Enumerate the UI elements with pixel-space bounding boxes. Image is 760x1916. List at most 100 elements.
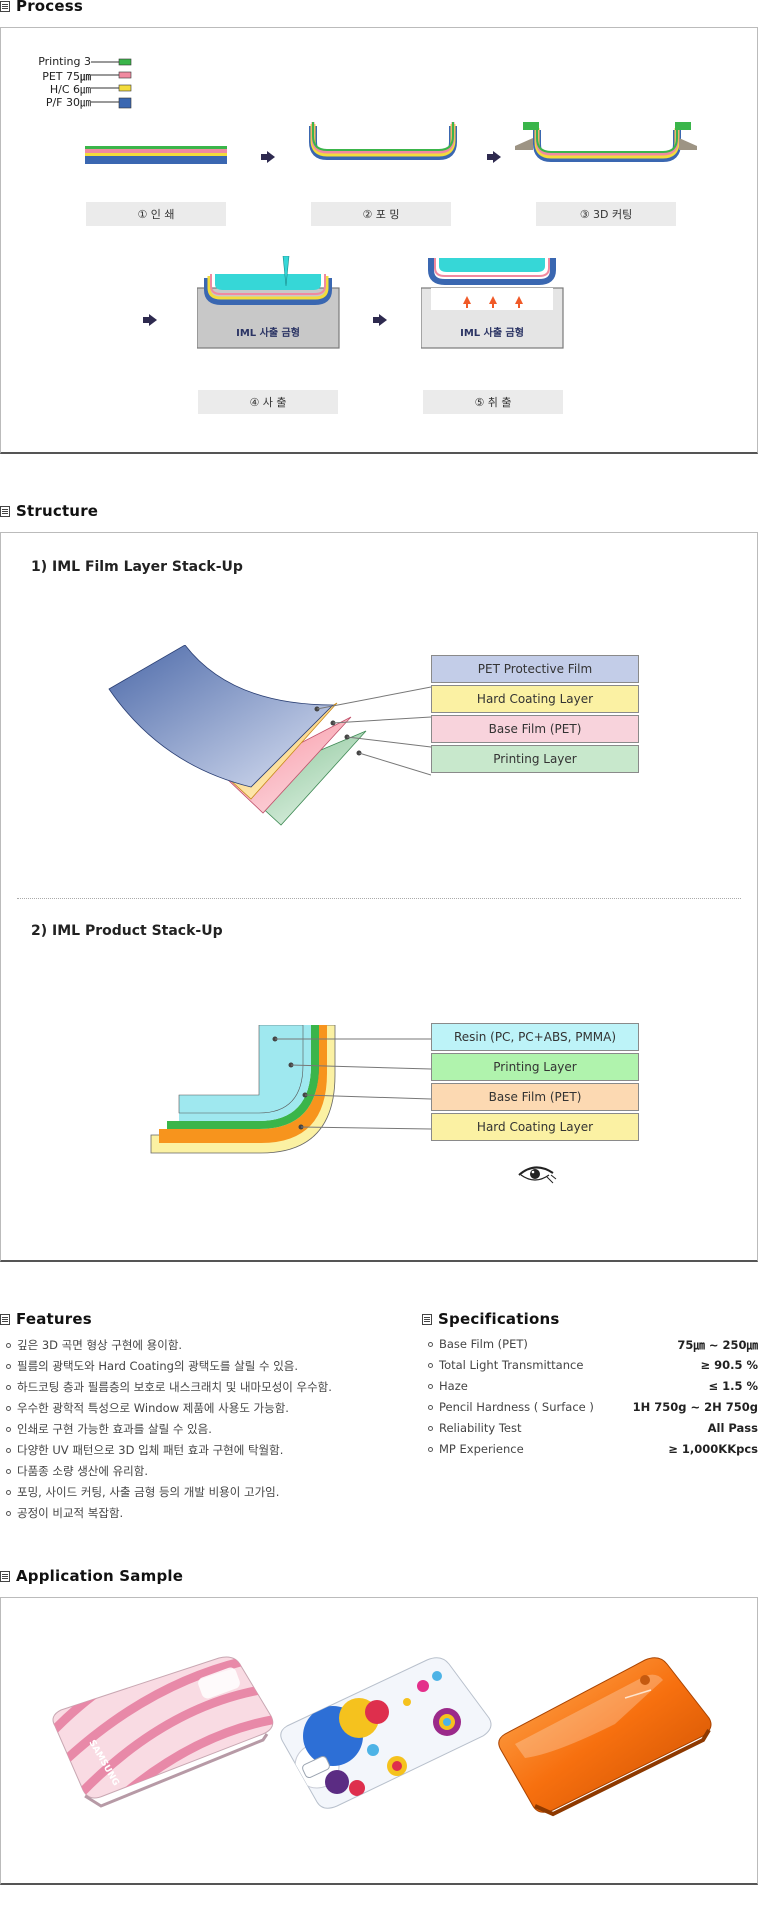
spec-label-text: Haze: [439, 1379, 468, 1393]
bullet-icon: [428, 1404, 433, 1410]
bullet-icon: [6, 1384, 11, 1390]
document-icon: [0, 505, 10, 517]
spec-label: Base Film (PET): [428, 1337, 528, 1351]
bullet-icon: [428, 1383, 433, 1389]
application-panel: SAMSUNG: [0, 1597, 758, 1885]
legend-pf: P/F 30㎛: [45, 96, 91, 109]
sample-case-circles: [280, 1657, 492, 1809]
mold-label-ejection: IML 사출 금형: [460, 328, 524, 339]
film-layer-base-film: Base Film (PET): [431, 715, 639, 743]
feature-item: 다양한 UV 패턴으로 3D 입체 패턴 효과 구현에 탁월함.: [6, 1442, 283, 1458]
document-icon: [0, 0, 10, 12]
feature-item: 깊은 3D 곡면 형상 구현에 용이함.: [6, 1337, 182, 1353]
feature-item: 포밍, 사이드 커팅, 사출 금형 등의 개발 비용이 고가임.: [6, 1484, 279, 1500]
spec-label-text: MP Experience: [439, 1442, 524, 1456]
spec-label: MP Experience: [428, 1442, 524, 1456]
section-divider: [17, 898, 741, 899]
film-layer-hard-coating: Hard Coating Layer: [431, 685, 639, 713]
feature-text: 우수한 광학적 특성으로 Window 제품에 사용도 가능함.: [17, 1401, 289, 1415]
feature-item: 인쇄로 구현 가능한 효과를 살릴 수 있음.: [6, 1421, 212, 1437]
structure-section-header: Structure: [0, 502, 98, 520]
bullet-icon: [428, 1341, 433, 1347]
film-stackup-title: 1) IML Film Layer Stack-Up: [31, 559, 243, 575]
spec-value: 1H 750g ~ 2H 750g: [632, 1400, 758, 1414]
process-section-header: Process: [0, 0, 83, 15]
features-title: Features: [16, 1310, 92, 1328]
arrow-right-icon: [143, 314, 157, 326]
document-icon: [422, 1313, 432, 1325]
structure-title: Structure: [16, 502, 99, 520]
feature-text: 하드코팅 층과 필름층의 보호로 내스크래치 및 내마모성이 우수함.: [17, 1380, 332, 1394]
bullet-icon: [6, 1510, 11, 1516]
document-icon: [0, 1570, 10, 1582]
spec-label: Pencil Hardness ( Surface ): [428, 1400, 594, 1414]
feature-item: 하드코팅 층과 필름층의 보호로 내스크래치 및 내마모성이 우수함.: [6, 1379, 332, 1395]
sample-case-pink: SAMSUNG: [52, 1656, 274, 1808]
specifications-title: Specifications: [438, 1310, 560, 1328]
bullet-icon: [6, 1342, 11, 1348]
spec-label-text: Base Film (PET): [439, 1337, 528, 1351]
feature-text: 포밍, 사이드 커팅, 사출 금형 등의 개발 비용이 고가임.: [17, 1485, 280, 1499]
spec-value: 75㎛ ~ 250㎛: [677, 1338, 758, 1352]
bullet-icon: [428, 1446, 433, 1452]
process-title: Process: [16, 0, 84, 15]
legend-pet: PET 75㎛: [42, 70, 91, 83]
arrow-right-icon: [487, 151, 501, 163]
step-label-forming: ② 포 밍: [311, 202, 451, 226]
process-panel: Printing 3㎛ PET 75㎛ H/C 6㎛ P/F 30㎛: [0, 27, 758, 454]
feature-text: 다양한 UV 패턴으로 3D 입체 패턴 효과 구현에 탁월함.: [17, 1443, 284, 1457]
step-label-printing: ① 인 쇄: [86, 202, 226, 226]
product-stackup-title: 2) IML Product Stack-Up: [31, 923, 223, 939]
spec-label: Haze: [428, 1379, 468, 1393]
spec-value: All Pass: [707, 1421, 758, 1435]
arrow-right-icon: [261, 151, 275, 163]
sample-case-orange: [498, 1657, 712, 1817]
structure-panel: 1) IML Film Layer Stack-Up P: [0, 532, 758, 1262]
step-forming-graphic: [309, 122, 457, 160]
bullet-icon: [6, 1489, 11, 1495]
feature-text: 다품종 소량 생산에 유리함.: [17, 1464, 149, 1478]
step-label-injection: ④ 사 출: [198, 390, 338, 414]
step-label-ejection: ⑤ 취 출: [423, 390, 563, 414]
spec-label: Reliability Test: [428, 1421, 522, 1435]
arrow-right-icon: [373, 314, 387, 326]
spec-label-text: Pencil Hardness ( Surface ): [439, 1400, 594, 1414]
specifications-section-header: Specifications: [422, 1310, 559, 1328]
step-injection-graphic: [197, 256, 340, 349]
bullet-icon: [6, 1405, 11, 1411]
application-section-header: Application Sample: [0, 1567, 183, 1585]
film-layer-protective: PET Protective Film: [431, 655, 639, 683]
spec-value: ≤ 1.5 %: [708, 1379, 758, 1393]
feature-text: 공정이 비교적 복잡함.: [17, 1506, 124, 1520]
step-cutting-graphic: [515, 122, 697, 162]
spec-label-text: Total Light Transmittance: [439, 1358, 584, 1372]
bullet-icon: [6, 1468, 11, 1474]
feature-text: 깊은 3D 곡면 형상 구현에 용이함.: [17, 1338, 183, 1352]
legend-printing: Printing 3㎛: [38, 55, 91, 83]
spec-value: ≥ 1,000KKpcs: [668, 1442, 758, 1456]
bullet-icon: [6, 1447, 11, 1453]
product-layer-base-film: Base Film (PET): [431, 1083, 639, 1111]
bullet-icon: [6, 1426, 11, 1432]
legend-swatches: [91, 58, 132, 109]
document-icon: [0, 1313, 10, 1325]
bullet-icon: [6, 1363, 11, 1369]
feature-text: 필름의 광택도와 Hard Coating의 광택도를 살릴 수 있음.: [17, 1359, 299, 1373]
feature-text: 인쇄로 구현 가능한 효과를 살릴 수 있음.: [17, 1422, 212, 1436]
product-layer-printing: Printing Layer: [431, 1053, 639, 1081]
eye-icon: [518, 1166, 557, 1184]
step-printing-graphic: [85, 146, 227, 164]
feature-item: 다품종 소량 생산에 유리함.: [6, 1463, 148, 1479]
film-stack-graphic: [108, 645, 431, 826]
feature-item: 공정이 비교적 복잡함.: [6, 1505, 123, 1521]
film-layer-printing: Printing Layer: [431, 745, 639, 773]
application-title: Application Sample: [16, 1567, 184, 1585]
product-layer-hard-coating: Hard Coating Layer: [431, 1113, 639, 1141]
spec-label: Total Light Transmittance: [428, 1358, 583, 1372]
legend-hc: H/C 6㎛: [49, 83, 91, 96]
product-layer-resin: Resin (PC, PC+ABS, PMMA): [431, 1023, 639, 1051]
feature-item: 우수한 광학적 특성으로 Window 제품에 사용도 가능함.: [6, 1400, 289, 1416]
product-stack-graphic: [150, 1025, 431, 1154]
bullet-icon: [428, 1362, 433, 1368]
mold-label-injection: IML 사출 금형: [236, 328, 300, 339]
